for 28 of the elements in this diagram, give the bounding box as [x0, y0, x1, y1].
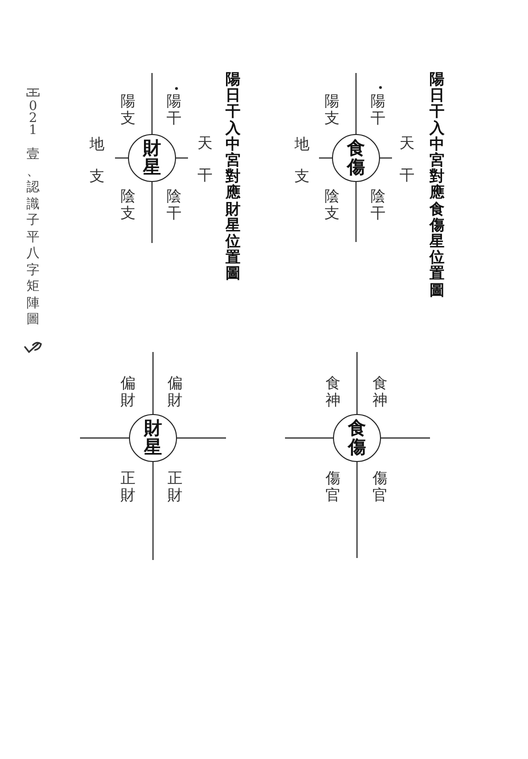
quadrant-label: 陰支 — [324, 188, 340, 222]
axis-label: 天干 — [196, 133, 214, 186]
quadrant-label: 偏財 — [166, 375, 184, 409]
quadrant-label: 正財 — [120, 470, 136, 504]
quadrant-label: 偏財 — [120, 375, 136, 409]
quadrant-label: 陰干 — [370, 188, 386, 222]
circle-node: 財星 — [129, 414, 177, 462]
axis-label: 天干 — [398, 133, 416, 186]
quadrant-label: 食神 — [372, 375, 388, 409]
page-number: 021 — [28, 101, 38, 137]
quadrant-label: 正財 — [166, 470, 184, 504]
quadrant-label: 陽干 — [166, 93, 182, 127]
quadrant-label: 陽支 — [120, 93, 136, 127]
quadrant-label: 傷官 — [324, 470, 342, 504]
axis-label: 地支 — [294, 134, 310, 187]
circle-node: 財星 — [128, 134, 176, 182]
circle-node: 食傷 — [333, 414, 381, 462]
quadrant-label: 陰干 — [166, 188, 182, 222]
figure-label: 陽日干入中宮對應食傷星位置圖 — [428, 71, 446, 298]
running-head: 壹、認識子平八字矩陣圖 — [26, 147, 40, 328]
quadrant-label: 陽干 — [370, 93, 386, 127]
quadrant-label: 陽支 — [324, 93, 340, 127]
figure-label: 陽日干入中宮對應財星位置圖 — [224, 71, 242, 282]
quadrant-label: 食神 — [324, 375, 342, 409]
axis-label: 地支 — [88, 134, 106, 187]
quadrant-label: 陰支 — [120, 188, 136, 222]
circle-node: 食傷 — [332, 134, 380, 182]
quadrant-label: 傷官 — [372, 470, 388, 504]
